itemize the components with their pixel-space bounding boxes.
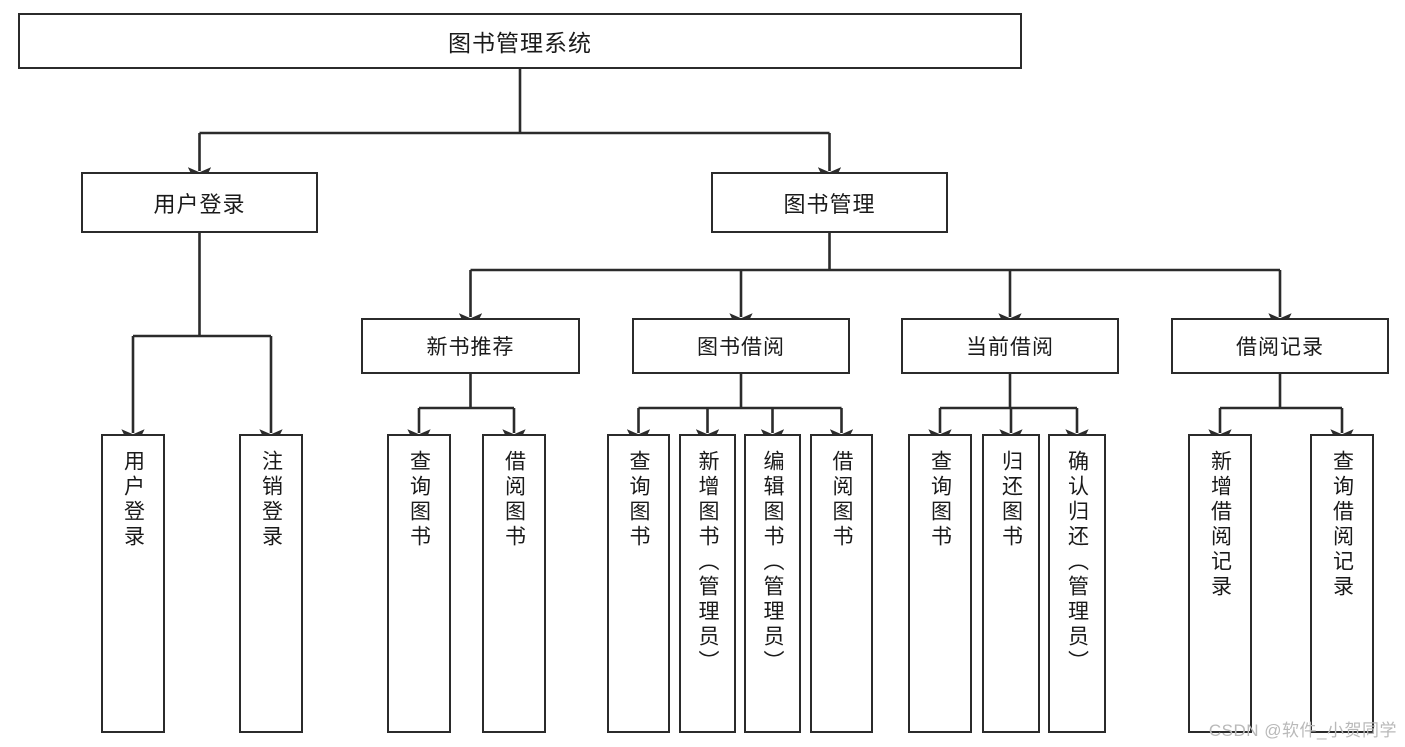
csdn-watermark: CSDN @软件_小贺同学	[1208, 721, 1397, 740]
node-leaf-confirm-return[interactable]: 确认归还（管理员）	[1048, 434, 1106, 733]
node-label-leaf-add-book: 新增图书（管理员）	[696, 450, 719, 675]
node-label-leaf-user-logout: 注销登录	[259, 450, 283, 550]
node-label-leaf-query-book-3: 查询图书	[928, 450, 952, 550]
node-label-current-borrow: 当前借阅	[966, 336, 1054, 359]
node-leaf-query-book-1[interactable]: 查询图书	[387, 434, 451, 733]
node-label-root: 图书管理系统	[448, 30, 592, 56]
node-leaf-query-book-2[interactable]: 查询图书	[607, 434, 670, 733]
node-current-borrow[interactable]: 当前借阅	[901, 318, 1119, 374]
node-leaf-user-login[interactable]: 用户登录	[101, 434, 165, 733]
node-label-book-manage: 图书管理	[783, 191, 876, 217]
node-label-leaf-borrow-book-2: 借阅图书	[830, 450, 853, 550]
node-label-leaf-query-book-2: 查询图书	[627, 450, 650, 550]
node-leaf-query-record[interactable]: 查询借阅记录	[1310, 434, 1374, 733]
node-label-leaf-query-book-1: 查询图书	[407, 450, 431, 550]
node-book-manage[interactable]: 图书管理	[711, 172, 948, 233]
node-label-leaf-user-login: 用户登录	[121, 450, 145, 550]
node-label-leaf-edit-book: 编辑图书（管理员）	[761, 450, 784, 675]
node-borrow-record[interactable]: 借阅记录	[1171, 318, 1389, 374]
node-leaf-borrow-book-2[interactable]: 借阅图书	[810, 434, 873, 733]
node-leaf-return-book[interactable]: 归还图书	[982, 434, 1040, 733]
node-label-leaf-add-record: 新增借阅记录	[1208, 450, 1232, 600]
node-label-leaf-confirm-return: 确认归还（管理员）	[1065, 450, 1089, 675]
node-book-borrow[interactable]: 图书借阅	[632, 318, 850, 374]
node-user-login[interactable]: 用户登录	[81, 172, 318, 233]
node-leaf-add-record[interactable]: 新增借阅记录	[1188, 434, 1252, 733]
node-label-book-borrow: 图书借阅	[697, 336, 785, 359]
node-new-book-rec[interactable]: 新书推荐	[361, 318, 580, 374]
node-leaf-user-logout[interactable]: 注销登录	[239, 434, 303, 733]
node-leaf-edit-book[interactable]: 编辑图书（管理员）	[744, 434, 801, 733]
node-label-leaf-borrow-book-1: 借阅图书	[502, 450, 526, 550]
node-leaf-query-book-3[interactable]: 查询图书	[908, 434, 972, 733]
node-leaf-add-book[interactable]: 新增图书（管理员）	[679, 434, 736, 733]
node-leaf-borrow-book-1[interactable]: 借阅图书	[482, 434, 546, 733]
node-label-leaf-return-book: 归还图书	[999, 450, 1023, 550]
node-root[interactable]: 图书管理系统	[18, 13, 1022, 69]
node-label-user-login: 用户登录	[153, 191, 246, 217]
node-label-new-book-rec: 新书推荐	[426, 336, 515, 359]
node-label-leaf-query-record: 查询借阅记录	[1330, 450, 1354, 600]
node-label-borrow-record: 借阅记录	[1236, 336, 1324, 359]
